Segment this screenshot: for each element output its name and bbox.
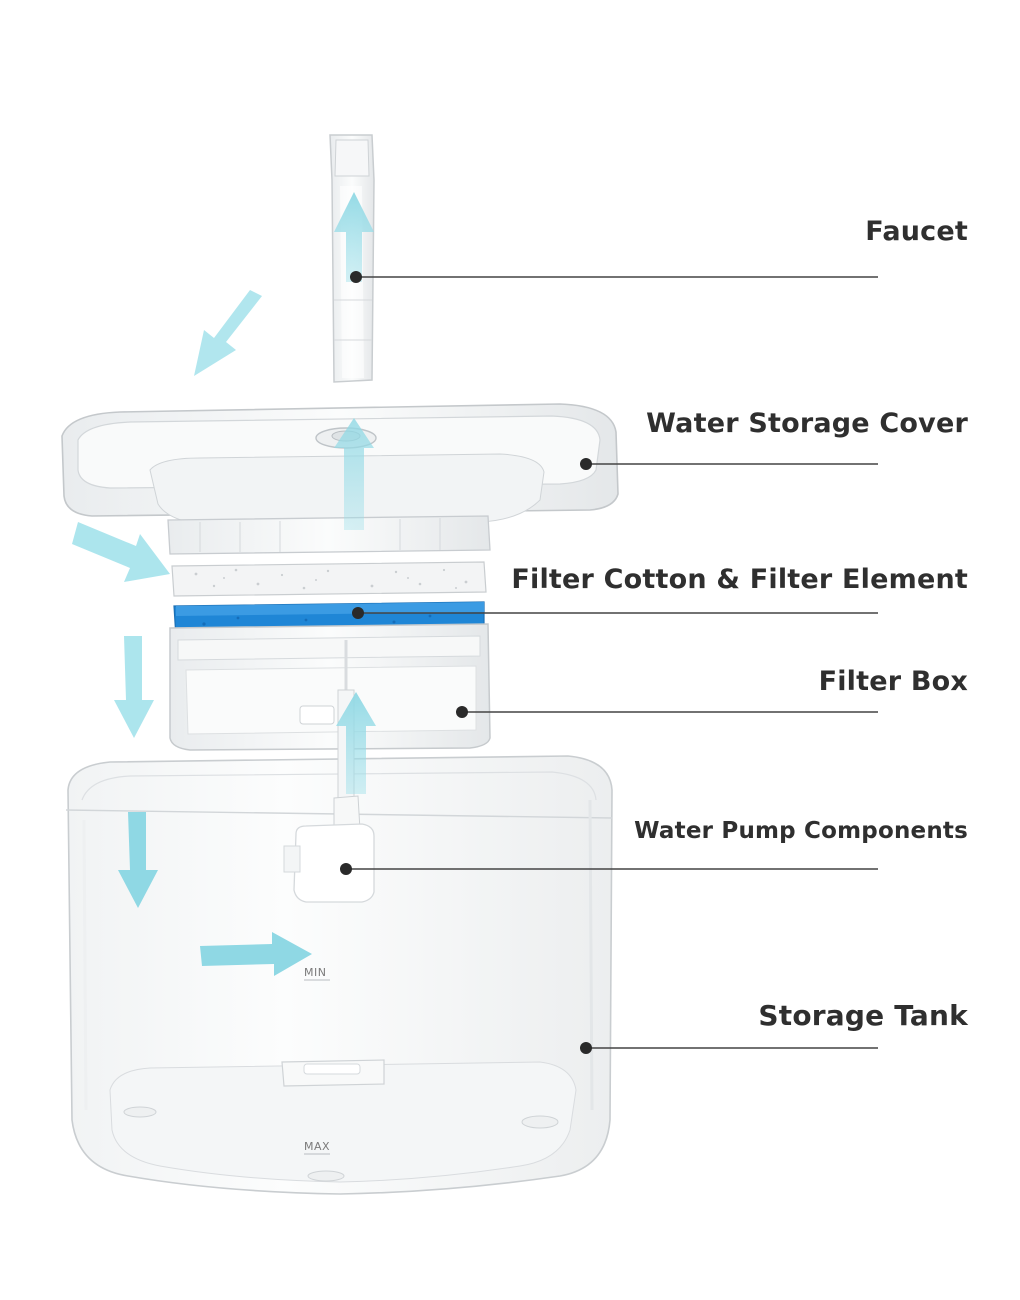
storage-tank-part: MIN MAX xyxy=(65,755,613,1195)
label-faucet: Faucet xyxy=(865,216,968,247)
min-marking: MIN xyxy=(304,966,326,979)
label-storage-tank: Storage Tank xyxy=(758,999,968,1032)
flow-arrow-icon xyxy=(336,692,376,794)
flow-arrow-icon xyxy=(200,932,312,976)
flow-arrow-icon xyxy=(334,192,374,282)
label-filter-box: Filter Box xyxy=(818,666,968,697)
leader-dot-icon xyxy=(352,607,364,619)
label-filter-cotton-element: Filter Cotton & Filter Element xyxy=(511,564,968,595)
flow-arrows xyxy=(72,192,376,976)
label-water-storage-cover: Water Storage Cover xyxy=(646,408,968,439)
flow-arrow-icon xyxy=(114,636,154,738)
leader-lines xyxy=(340,271,878,1054)
leader-dot-icon xyxy=(580,1042,592,1054)
flow-arrow-icon xyxy=(194,290,262,376)
filter-cotton-part xyxy=(171,561,487,597)
leader-dot-icon xyxy=(580,458,592,470)
water-storage-cover-part xyxy=(61,403,619,555)
leader-dot-icon xyxy=(340,863,352,875)
flow-arrow-icon xyxy=(334,418,374,530)
filter-box-part xyxy=(169,623,491,751)
leader-dot-icon xyxy=(350,271,362,283)
flow-arrow-icon xyxy=(118,812,158,908)
flow-arrow-icon xyxy=(72,522,170,582)
max-marking: MAX xyxy=(304,1140,330,1153)
label-water-pump-components: Water Pump Components xyxy=(634,818,968,844)
leader-dot-icon xyxy=(456,706,468,718)
